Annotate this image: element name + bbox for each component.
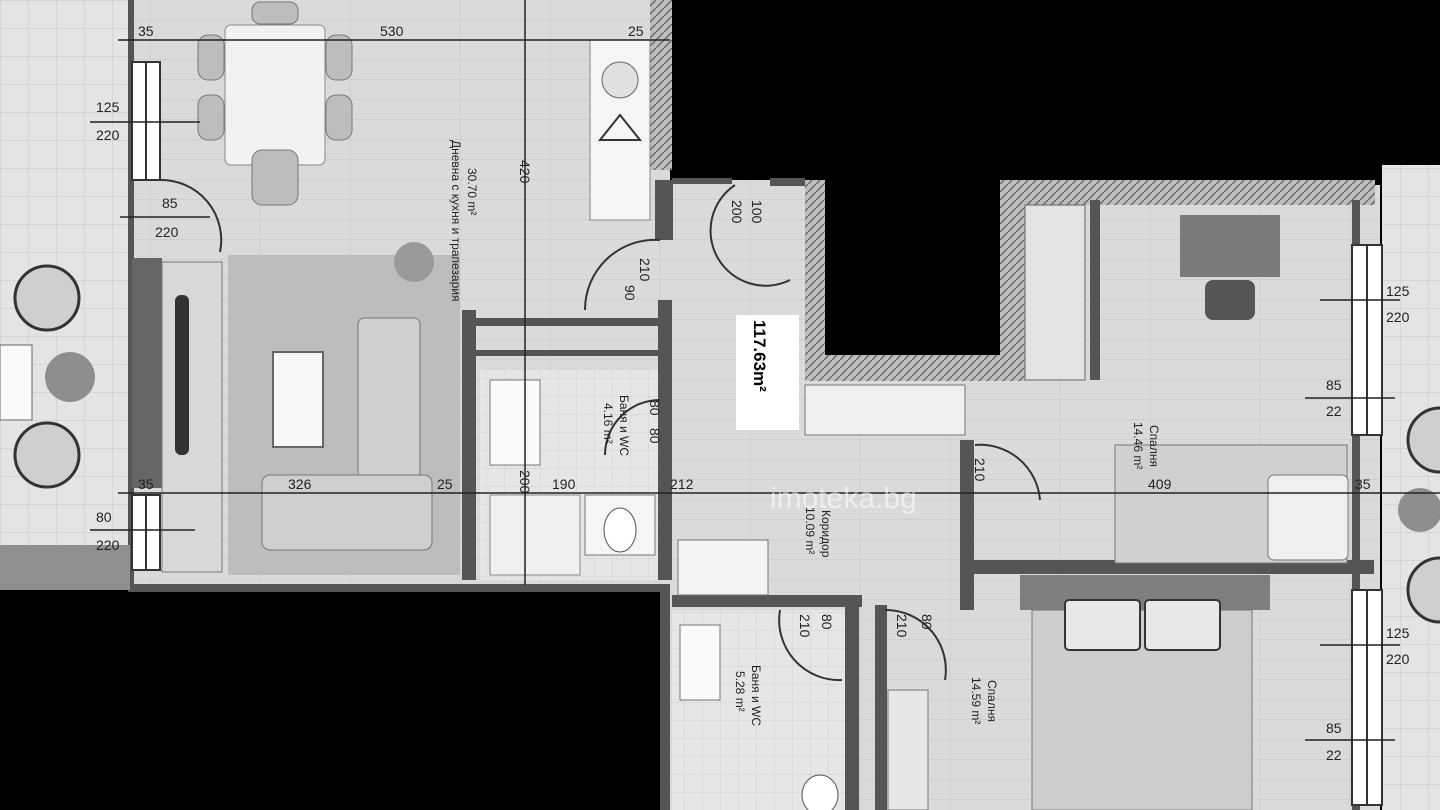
stove [677, 539, 769, 596]
dim-door1-width: 85 [162, 195, 178, 211]
bedroom1-furniture [1024, 204, 1349, 564]
dim-door-100: 100 [749, 200, 765, 224]
dim-35: 35 [1355, 476, 1371, 492]
bedroom2-furniture [887, 575, 1270, 810]
bath2-fixtures [679, 624, 839, 810]
dim-r125b: 125 [1386, 625, 1410, 641]
dim-door-80b: 80 [647, 428, 663, 444]
dim-door-80a: 80 [647, 400, 663, 416]
dim-409: 409 [1148, 476, 1172, 492]
dim-door-210c: 210 [797, 614, 813, 638]
right-terrace [1382, 165, 1440, 810]
wall [805, 180, 825, 380]
bath2-area: 5.28 m² [733, 671, 747, 712]
dim-bottom-35: 35 [138, 476, 154, 492]
wc1-name: Баня и WC [617, 395, 631, 456]
dim-top-25: 25 [628, 23, 644, 39]
tv [175, 295, 189, 455]
dim-r22a: 22 [1326, 403, 1342, 419]
room-label-bath2: Баня и WC 5.28 m² [733, 665, 763, 726]
dim-420: 420 [517, 160, 533, 184]
dim-top-35: 35 [138, 23, 154, 39]
room-label-wc1: Баня и WC 4.16 m² [601, 395, 631, 456]
dim-window2-width: 80 [96, 509, 112, 525]
corridor-name: Коридор [819, 510, 833, 558]
terrace-door [132, 258, 162, 488]
bed1-name: Спалня [1147, 425, 1161, 467]
right-terrace-furniture [1398, 406, 1440, 624]
windows [131, 61, 1383, 806]
door-swings [159, 178, 1041, 682]
room-label-corridor: Коридор 10.09 m² [803, 507, 833, 558]
dim-r125a: 125 [1386, 283, 1410, 299]
closet [804, 384, 966, 436]
dim-r220b: 220 [1386, 651, 1410, 667]
dimension-lines [90, 0, 1440, 741]
wall [805, 355, 1025, 381]
dim-212: 212 [670, 476, 694, 492]
wc1-area: 4.16 m² [601, 403, 615, 444]
dim-door-80d: 80 [919, 614, 935, 630]
dim-door1-height: 220 [155, 224, 179, 240]
walls [128, 0, 1374, 810]
dim-door-90: 90 [622, 285, 638, 301]
total-area: 117.63m² [750, 320, 769, 392]
dim-door-210d: 210 [894, 614, 910, 638]
bed2-name: Спалня [985, 680, 999, 722]
plant [394, 242, 434, 282]
wall [1000, 180, 1375, 205]
wall [1000, 180, 1025, 380]
dim-200: 200 [517, 470, 533, 494]
bed2-area: 14.59 m² [969, 677, 983, 724]
watermark: imoteka.bg [770, 482, 917, 515]
dining-set [197, 1, 353, 206]
room-label-living: Дневна с кухня и трапезария 30.70 m² [449, 140, 479, 301]
area-label-box [736, 315, 799, 430]
shaft-cutout [825, 180, 1000, 355]
dim-bottom-190: 190 [552, 476, 576, 492]
dim-r220a: 220 [1386, 309, 1410, 325]
living-name: Дневна с кухня и трапезария [449, 140, 463, 301]
wc1-fixtures [489, 379, 656, 576]
sofa [357, 317, 421, 479]
corridor-area: 10.09 m² [803, 507, 817, 554]
room-label-bed2: Спалня 14.59 m² [969, 677, 999, 724]
dim-top-530: 530 [380, 23, 404, 39]
dim-r22b: 22 [1326, 747, 1342, 763]
dim-window1-height: 220 [96, 127, 120, 143]
dim-window2-height: 220 [96, 537, 120, 553]
dim-bottom-25: 25 [437, 476, 453, 492]
terrace-furniture [0, 264, 130, 590]
dim-window1-width: 125 [96, 99, 120, 115]
room-label-bed1: Спалня 14.46 m² [1131, 422, 1161, 469]
tv-unit [161, 261, 223, 573]
dim-r85b: 85 [1326, 720, 1342, 736]
coffee-table [272, 351, 324, 448]
wall [650, 0, 672, 170]
bath2-name: Баня и WC [749, 665, 763, 726]
dim-door-210a: 210 [637, 258, 653, 282]
dim-bottom-326: 326 [288, 476, 312, 492]
living-area: 30.70 m² [465, 168, 479, 215]
dim-door-210b: 210 [972, 458, 988, 482]
dim-r85a: 85 [1326, 377, 1342, 393]
bed1-area: 14.46 m² [1131, 422, 1145, 469]
dim-door-200: 200 [729, 200, 745, 224]
kitchen [589, 39, 651, 221]
dim-door-80c: 80 [819, 614, 835, 630]
